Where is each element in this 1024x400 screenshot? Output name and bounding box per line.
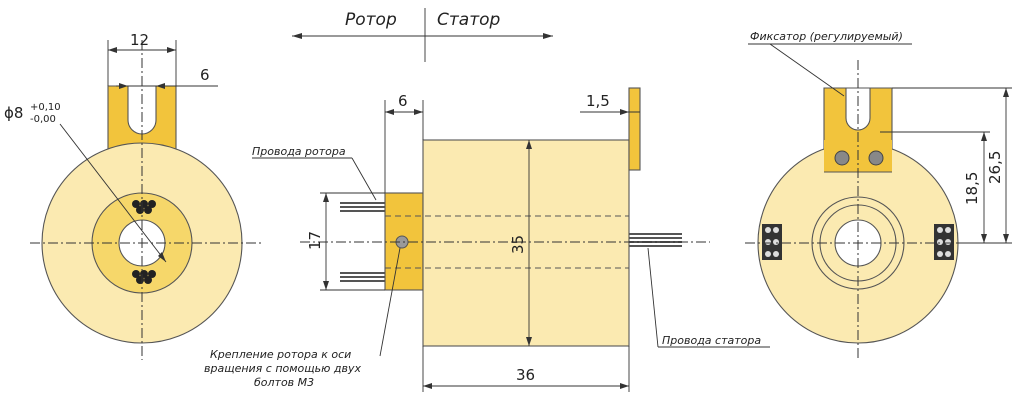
dim-slot-label: 6 xyxy=(200,66,210,84)
rotor-wires-left xyxy=(340,202,385,282)
stator-wires-right xyxy=(629,233,682,247)
mount-note-line-2: вращения с помощью двух xyxy=(204,362,361,375)
bore-tol-upper: +0,10 xyxy=(30,102,61,113)
stator-wires-leader xyxy=(647,247,659,348)
right-view: Фиксатор (регулируемый) 18,5 26,5 xyxy=(745,30,1012,360)
dim6s-arrow-l xyxy=(385,109,394,115)
dim12-arrow-l xyxy=(108,47,117,53)
stator-wires-label: Провода статора xyxy=(662,334,761,347)
dim185-arrow-t xyxy=(981,132,987,141)
mount-note-line-3: болтов М3 xyxy=(254,376,314,389)
dim-tab-label: 1,5 xyxy=(586,92,610,110)
stator-tab xyxy=(628,87,641,171)
dim36-arrow-r xyxy=(620,383,629,389)
right-connector-right xyxy=(934,224,954,260)
rotor-wires-label: Провода ротора xyxy=(252,145,346,158)
stator-label: Статор xyxy=(437,10,500,30)
side-view: 6 1,5 17 35 36 Провода ротора Провода ст… xyxy=(204,87,770,392)
dim36-arrow-l xyxy=(423,383,432,389)
arrow-right xyxy=(543,33,553,39)
dim-total-height-label: 26,5 xyxy=(986,151,1004,184)
dim-rotor-height-label: 17 xyxy=(306,231,324,250)
right-connector-left xyxy=(762,224,782,260)
bore-leader-arrow xyxy=(158,252,166,262)
dim185-arrow-b xyxy=(981,234,987,243)
mount-note-leader xyxy=(379,247,401,357)
mount-note-line-1: Крепление ротора к оси xyxy=(210,348,351,361)
fixator-label: Фиксатор (регулируемый) xyxy=(750,30,903,43)
dim6-arrow-r xyxy=(156,83,165,89)
left-tab-slot xyxy=(127,85,157,135)
dim265-arrow-b xyxy=(1003,234,1009,243)
dim35-arrow-t xyxy=(526,140,532,149)
dim-flange-label: 6 xyxy=(398,92,408,110)
dim35-arrow-b xyxy=(526,337,532,346)
rotor-wires-leader xyxy=(351,157,377,201)
arrow-left xyxy=(292,33,302,39)
dim6-arrow-l xyxy=(119,83,128,89)
dim265-arrow-t xyxy=(1003,88,1009,97)
dim15-arrow xyxy=(620,109,629,115)
stator-body xyxy=(422,139,630,347)
dim17-arrow-t xyxy=(323,193,329,202)
left-view: 12 6 ϕ8 +0,10 -0,00 xyxy=(4,31,262,360)
dim17-arrow-b xyxy=(323,281,329,290)
dim-body-height-label: 35 xyxy=(509,235,527,254)
bore-tol-lower: -0,00 xyxy=(30,114,56,125)
header-rotor-stator: Ротор Статор xyxy=(292,8,553,62)
dim-width-label: 12 xyxy=(130,31,149,49)
dim12-arrow-r xyxy=(167,47,176,53)
rotor-label: Ротор xyxy=(345,10,397,30)
fixator-leader xyxy=(769,43,845,97)
dim-body-length-label: 36 xyxy=(516,366,535,384)
bore-leader xyxy=(59,123,167,263)
bore-dim-main: ϕ8 xyxy=(4,104,23,122)
dim-center-height-label: 18,5 xyxy=(963,172,981,205)
right-tab-hole-left-2 xyxy=(834,150,850,166)
right-tab-hole-right-2 xyxy=(868,150,884,166)
dim6s-arrow-r xyxy=(414,109,423,115)
